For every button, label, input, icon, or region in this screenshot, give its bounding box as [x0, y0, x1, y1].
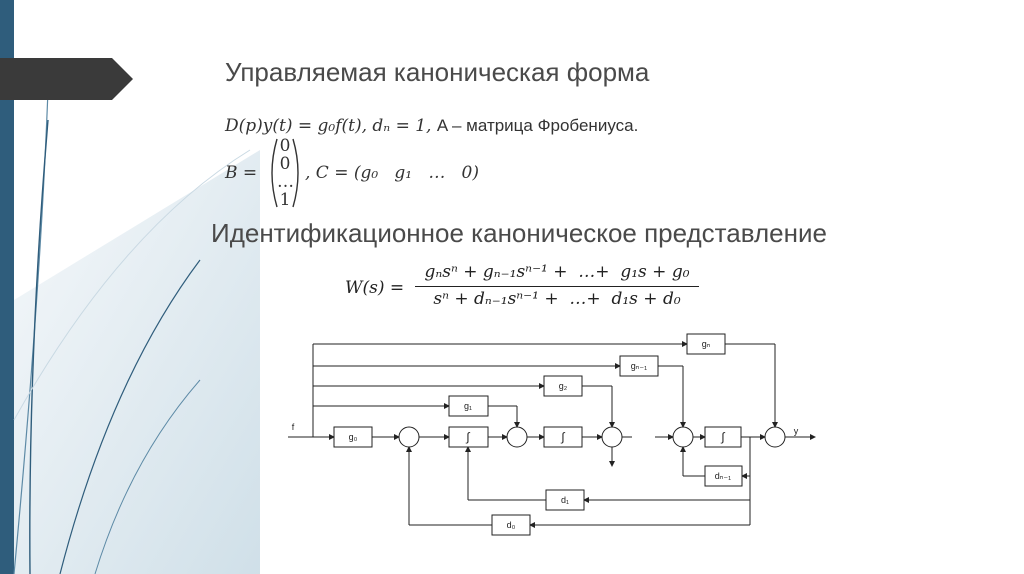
- transfer-function-numerator: gₙsⁿ + gₙ₋₁sⁿ⁻¹ + …+ g₁s + g₀: [424, 262, 690, 282]
- block-dn-1: [704, 465, 743, 487]
- block-d0: [491, 514, 531, 536]
- block-g0-label: g₀: [349, 432, 358, 442]
- block-labels: f y g₀ ∫ ∫ ∫ g₁ g₂ gₙ₋₁ gₙ dₙ₋₁ d₁ d₀: [292, 339, 799, 530]
- transfer-function-lhs: W(s) =: [345, 278, 405, 298]
- equation-1-text: A – матрица Фробениуса.: [436, 116, 639, 135]
- b-vector-entry: …: [277, 172, 294, 192]
- sum-junction: [506, 426, 528, 448]
- heading-identification-canonical-representation: Идентификационное каноническое представл…: [211, 218, 827, 248]
- block-int3-label: ∫: [720, 430, 725, 444]
- block-gn: [686, 333, 726, 355]
- block-g2: [543, 375, 583, 397]
- blocks: [333, 333, 743, 536]
- sum-junction: [601, 426, 623, 448]
- input-label: f: [292, 422, 295, 432]
- sum-junction: [672, 426, 694, 448]
- b-vector: 0 0 … 1: [277, 136, 294, 210]
- summing-junctions: [398, 426, 786, 448]
- c-vector: , C = (g₀ g₁ … 0): [305, 163, 479, 183]
- b-label: B =: [225, 163, 258, 183]
- transfer-function-fraction: gₙsⁿ + gₙ₋₁sⁿ⁻¹ + …+ g₁s + g₀ sⁿ + dₙ₋₁s…: [407, 262, 707, 309]
- block-g2-label: g₂: [559, 381, 568, 391]
- block-gn-1: [619, 355, 659, 377]
- signal-lines: [288, 341, 816, 528]
- block-d1: [545, 489, 585, 511]
- equation-line-1: D(p)y(t) = g₀f(t), dₙ = 1, A – матрица Ф…: [225, 116, 638, 136]
- block-g1-label: g₁: [464, 401, 472, 411]
- b-vector-entry: 0: [279, 136, 291, 156]
- block-diagram: f y g₀ ∫ ∫ ∫ g₁ g₂ gₙ₋₁ gₙ dₙ₋₁ d₁ d₀: [288, 333, 816, 536]
- block-d0-label: d₀: [507, 520, 516, 530]
- title-ribbon: [0, 58, 133, 100]
- transfer-function-denominator: sⁿ + dₙ₋₁sⁿ⁻¹ + …+ d₁s + d₀: [433, 289, 681, 309]
- b-vector-entry: 0: [279, 154, 291, 174]
- block-g1: [448, 395, 489, 417]
- equation-1-formula: D(p)y(t) = g₀f(t), dₙ = 1,: [225, 116, 432, 136]
- block-int2: [543, 426, 583, 448]
- heading-controllable-canonical-form: Управляемая каноническая форма: [225, 57, 650, 87]
- block-d1-label: d₁: [561, 495, 569, 505]
- block-int1-label: ∫: [465, 430, 470, 444]
- b-vector-left-paren: [271, 138, 278, 208]
- b-vector-right-paren: [292, 138, 299, 208]
- sum-junction: [764, 426, 786, 448]
- b-vector-entry: 1: [279, 190, 291, 210]
- output-label: y: [794, 426, 799, 436]
- block-dn-1-label: dₙ₋₁: [715, 471, 731, 481]
- sum-junction: [398, 426, 420, 448]
- block-gn-label: gₙ: [702, 339, 711, 349]
- fraction-bar: [415, 286, 699, 287]
- block-int2-label: ∫: [560, 430, 565, 444]
- block-g0: [333, 426, 373, 448]
- block-diagram-panel: f y g₀ ∫ ∫ ∫ g₁ g₂ gₙ₋₁ gₙ dₙ₋₁ d₁ d₀: [260, 330, 826, 556]
- block-int1: [448, 426, 489, 448]
- block-int3: [704, 426, 742, 448]
- block-gn-1-label: gₙ₋₁: [631, 361, 647, 371]
